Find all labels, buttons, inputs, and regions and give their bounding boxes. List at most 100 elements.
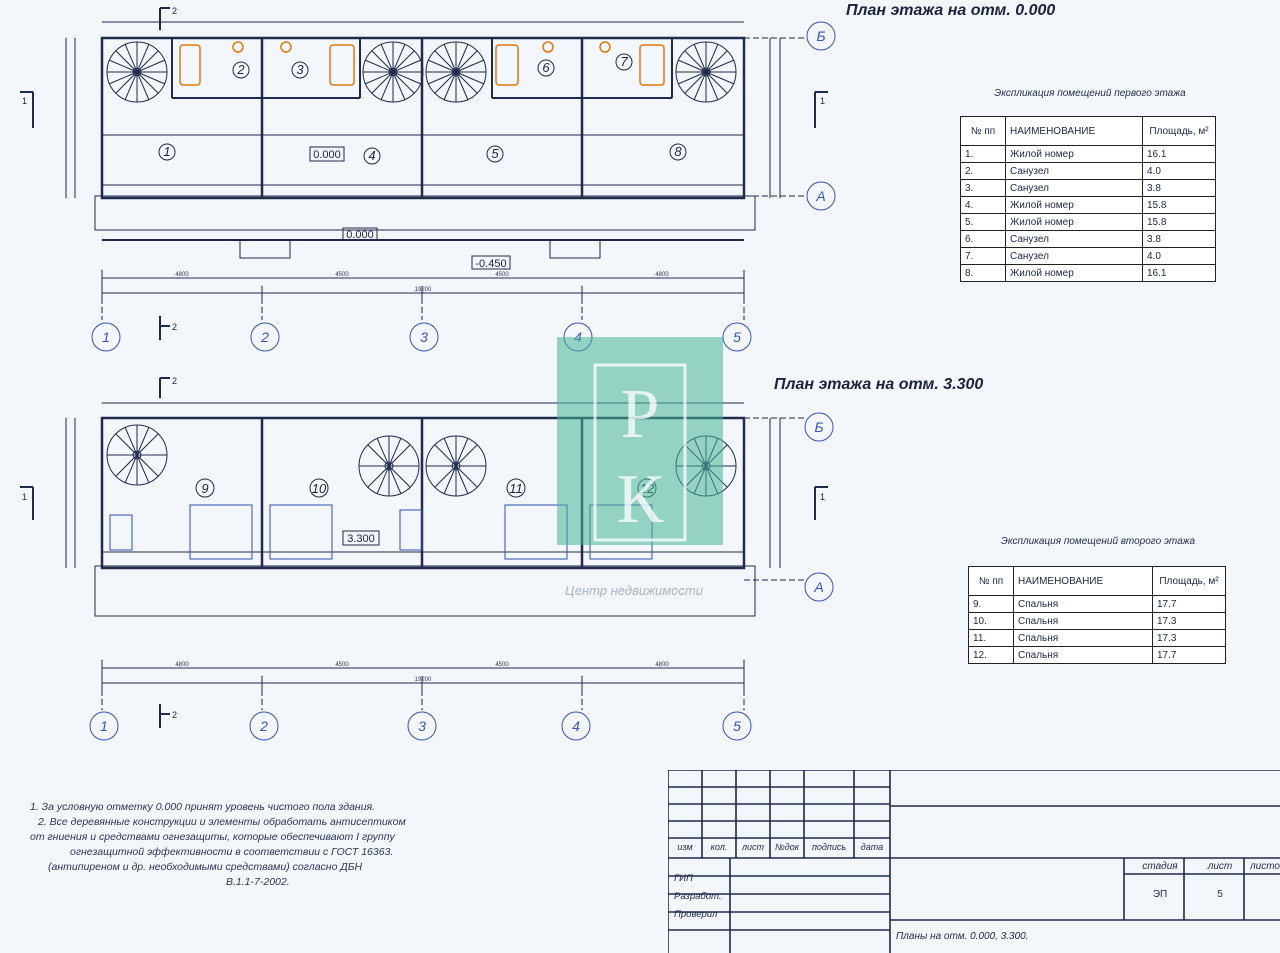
t1-cell: Санузел: [1005, 230, 1143, 248]
t2-cell: 17.7: [1152, 595, 1226, 613]
t2-cell: 9.: [968, 595, 1014, 613]
ground-step-right: [549, 239, 601, 259]
upper-stair-2: [358, 435, 420, 497]
t1-cell: 6.: [960, 230, 1006, 248]
t1-cell: 4.0: [1142, 247, 1216, 265]
t1-cell: 16.1: [1142, 145, 1216, 163]
axis-a-ground: А: [815, 188, 825, 204]
room-5: 5: [491, 146, 499, 161]
section-mark-left-ground: 1: [22, 96, 27, 106]
t1-cell: 3.: [960, 179, 1006, 197]
axis-3-upper: 3: [418, 718, 426, 734]
t1-cell: Жилой номер: [1005, 145, 1143, 163]
stamp-col-kol: кол.: [710, 842, 728, 852]
stamp-stage-label: стадия: [1142, 861, 1178, 872]
table2-caption: Экспликация помещений второго этажа: [1000, 536, 1196, 547]
room-8: 8: [674, 144, 682, 159]
section-mark-right-upper: 1: [820, 492, 825, 502]
room-7: 7: [620, 54, 628, 69]
t1-header-no: № пп: [960, 116, 1006, 146]
axis-b-upper: Б: [814, 419, 823, 435]
table-ground-rooms: № пп НАИМЕНОВАНИЕ Площадь, м² 1.Жилой но…: [960, 116, 1216, 282]
stamp-role-gip: ГИП: [674, 873, 693, 884]
t1-cell: Санузел: [1005, 162, 1143, 180]
t2-cell: Спальня: [1013, 646, 1153, 664]
dim-2-3-ground: 4500: [335, 272, 349, 278]
stamp-col-izm: изм: [677, 842, 693, 852]
ground-stair-1: [106, 41, 168, 103]
t1-cell: 4.0: [1142, 162, 1216, 180]
dim-4-5-upper: 4800: [655, 662, 669, 668]
section-mark-bottom-ground: 2: [172, 322, 177, 332]
note-line: В.1.1-7-2002.: [226, 876, 290, 888]
axis-2-upper: 2: [259, 718, 268, 734]
stamp-col-data: дата: [860, 842, 884, 852]
t2-header-area: Площадь, м²: [1152, 566, 1226, 596]
ground-stair-4: [675, 41, 737, 103]
note-line: 2. Все деревянные конструкции и элементы…: [38, 816, 406, 828]
dim-2-3-upper: 4500: [335, 662, 349, 668]
table1-caption: Экспликация помещений первого этажа: [994, 88, 1186, 99]
t2-cell: 12.: [968, 646, 1014, 664]
t2-cell: Спальня: [1013, 612, 1153, 630]
plan-title-ground: План этажа на отм. 0.000: [846, 2, 1056, 19]
plan-title-upper: План этажа на отм. 3.300: [774, 376, 984, 393]
t1-cell: 1.: [960, 145, 1006, 163]
axis-5-upper: 5: [733, 718, 741, 734]
upper-balcony: [94, 565, 756, 617]
dim-total-ground: 19200: [415, 287, 432, 293]
room-2: 2: [236, 62, 245, 77]
section-mark-left-upper: 1: [22, 492, 27, 502]
stamp-stage-value: ЭП: [1152, 889, 1168, 900]
axis-b-ground: Б: [816, 28, 825, 44]
t1-cell: 5.: [960, 213, 1006, 231]
stamp-col-list: лист: [741, 842, 765, 852]
dim-1-2-upper: 4800: [175, 662, 189, 668]
room-11: 11: [509, 481, 523, 496]
stamp-sheets-label: листов: [1250, 861, 1280, 872]
t1-header-name: НАИМЕНОВАНИЕ: [1005, 116, 1143, 146]
stamp-role-checker: Проверил: [674, 909, 718, 920]
axis-1-upper: 1: [100, 718, 108, 734]
t2-header-no: № пп: [968, 566, 1014, 596]
ground-step-left: [239, 239, 291, 259]
stamp-sheet-title: Планы на отм. 0.000, 3.300.: [896, 931, 1029, 942]
dim-3-4-ground: 4500: [495, 272, 509, 278]
t2-cell: Спальня: [1013, 595, 1153, 613]
room-9: 9: [201, 481, 208, 496]
room-3: 3: [296, 62, 304, 77]
stamp-columns: изм кол. лист №док подпись дата: [668, 842, 890, 852]
section-mark-right-ground: 1: [820, 96, 825, 106]
section-mark-top-ground: 2: [172, 6, 177, 16]
t1-header-area: Площадь, м²: [1142, 116, 1216, 146]
axis-a-upper: А: [813, 579, 823, 595]
room-10: 10: [312, 481, 327, 496]
t1-cell: 4.: [960, 196, 1006, 214]
axis-1-ground: 1: [102, 329, 110, 345]
level-mark-floor: 0.000: [313, 149, 341, 161]
t2-cell: 10.: [968, 612, 1014, 630]
t1-cell: 15.8: [1142, 213, 1216, 231]
t2-cell: 17.7: [1152, 646, 1226, 664]
t1-cell: 7.: [960, 247, 1006, 265]
t2-cell: Спальня: [1013, 629, 1153, 647]
stamp-col-podpis: подпись: [811, 842, 847, 852]
level-mark-ground: -0.450: [475, 258, 506, 270]
axis-2-ground: 2: [260, 329, 269, 345]
section-mark-bottom-upper: 2: [172, 710, 177, 720]
watermark-logo: Р К: [557, 337, 723, 545]
general-notes: 1. За условную отметку 0.000 принят уров…: [30, 800, 550, 890]
t2-cell: 11.: [968, 629, 1014, 647]
